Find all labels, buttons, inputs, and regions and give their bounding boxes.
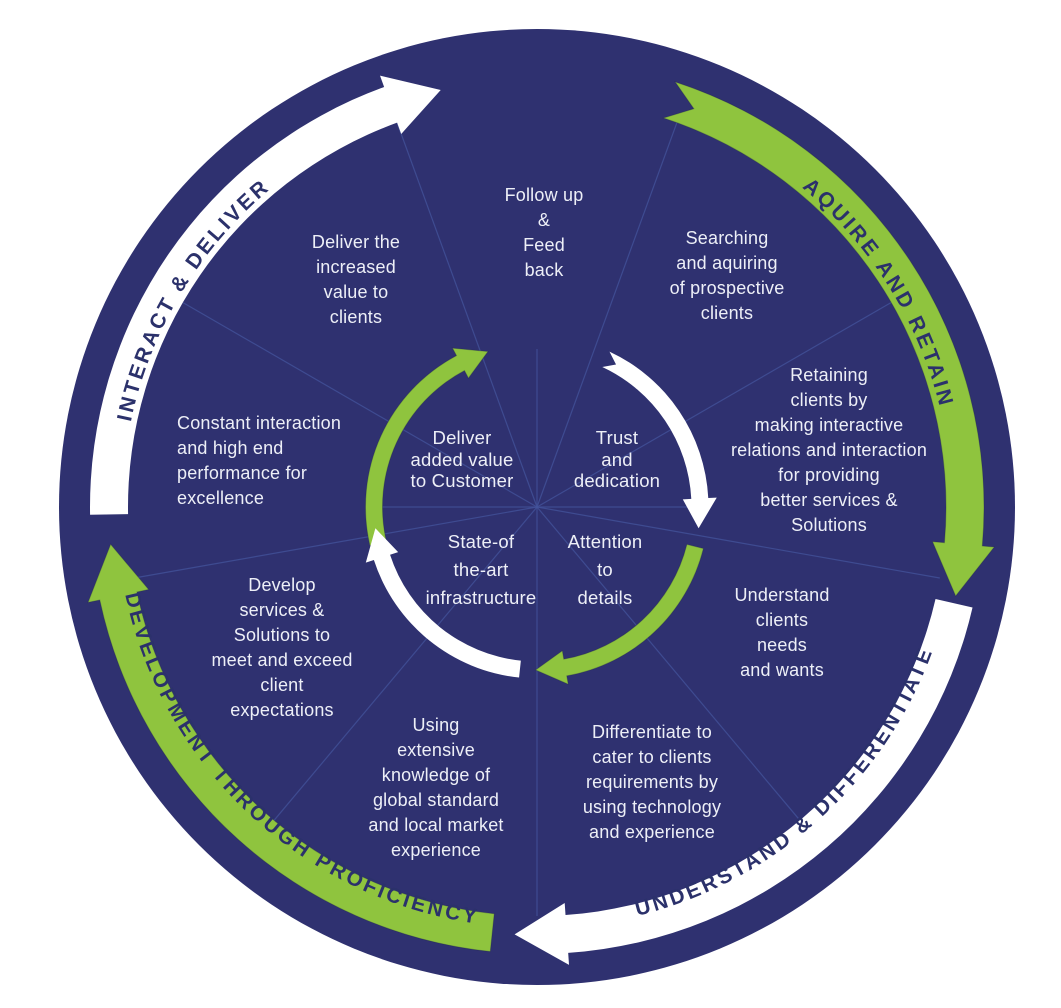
segment-retaining: Retaining clients by making interactive …	[730, 365, 928, 535]
outer-arrow-aquire	[661, 80, 996, 597]
sector-divider-line	[536, 122, 678, 508]
segment-using-knowledge: Using extensive knowledge of global stan…	[368, 715, 504, 860]
inner-arrow-green-left	[365, 347, 489, 547]
segment-searching: Searching and aquiring of prospective cl…	[669, 228, 785, 323]
inner-arrow-white-bottomleft	[365, 528, 521, 678]
outer-arrow-interact	[90, 75, 441, 515]
segment-develop-services: Develop services & Solutions to meet and…	[211, 575, 353, 720]
core-deliver-added-value: Deliver added value to Customer	[410, 427, 514, 491]
segment-understand-needs: Understand clients needs and wants	[734, 585, 830, 680]
inner-arrow-green-bottom	[534, 543, 705, 686]
segment-differentiate: Differentiate to cater to clients requir…	[582, 722, 722, 842]
sector-divider-line	[134, 506, 538, 579]
sector-divider-line	[536, 506, 801, 821]
outer-arrow-development	[87, 543, 495, 953]
segment-deliver-increased: Deliver the increased value to clients	[311, 232, 401, 327]
segment-follow-up: Follow up & Feed back	[504, 185, 584, 280]
core-attention-details: Attention to details	[567, 531, 643, 608]
inner-arrow-white-right	[602, 351, 717, 529]
core-state-of-art: State-of the-art infrastructure	[425, 531, 537, 608]
sector-divider-line	[273, 506, 538, 821]
sector-divider-line	[396, 122, 538, 508]
sector-divider-line	[536, 506, 940, 579]
sector-divider-line	[182, 301, 538, 508]
sector-divider-line	[536, 301, 892, 508]
segment-constant-interaction: Constant interaction and high end perfor…	[177, 413, 342, 508]
core-trust-dedication: Trust and dedication	[573, 427, 661, 491]
outer-arrow-understand	[514, 599, 973, 965]
